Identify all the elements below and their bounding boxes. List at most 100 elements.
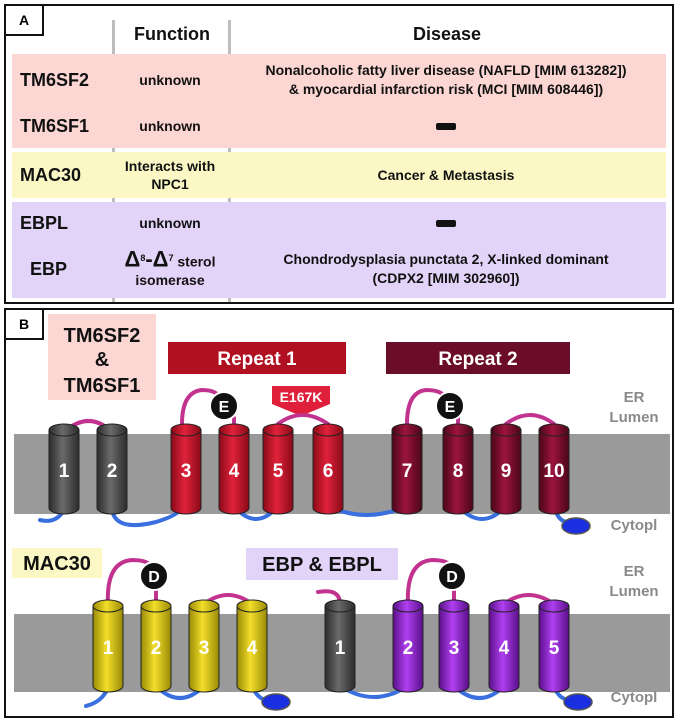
row-disease-ebp: Chondrodysplasia punctata 2, X-linked do… bbox=[228, 244, 664, 294]
ebp-helix-1-number: 1 bbox=[335, 638, 346, 659]
top-helix-9: 9 bbox=[490, 423, 522, 515]
residue-d-mac30 bbox=[139, 561, 169, 591]
residue-e-label-1: E bbox=[219, 399, 230, 416]
row-name-tm6sf1: TM6SF1 bbox=[20, 115, 90, 136]
top-helix-8-number: 8 bbox=[453, 461, 464, 482]
top-helix-4-number: 4 bbox=[229, 461, 240, 482]
ampersand-label: & bbox=[95, 349, 109, 371]
mac30-diagram-label: MAC30 bbox=[23, 553, 91, 575]
mac30-helix-1-number: 1 bbox=[103, 638, 114, 659]
top-helix-6-number: 6 bbox=[323, 461, 334, 482]
top-helix-4: 4 bbox=[218, 423, 250, 515]
ebp-helix-2: 2 bbox=[392, 599, 424, 693]
row-disease-mac30: Cancer & Metastasis bbox=[377, 166, 515, 183]
tm6-row-group: TM6SF2 unknown Nonalcoholic fatty liver … bbox=[12, 54, 666, 148]
top-helix-7: 7 bbox=[391, 423, 423, 515]
topology-diagram: TM6SF2 & TM6SF1 Repeat 1 Repeat 2 E167K … bbox=[12, 314, 670, 711]
mac30-label-box bbox=[12, 548, 102, 578]
dash-none-ebpl bbox=[436, 219, 456, 227]
lipid-anchor-top bbox=[561, 517, 591, 535]
panel-b: B TM6SF2 & TM6SF1 Repeat 1 Repeat 2 E167… bbox=[4, 308, 674, 718]
row-function-tm6sf1: unknown bbox=[139, 118, 201, 134]
row-name-tm6sf2: TM6SF2 bbox=[20, 69, 90, 90]
row-function-ebpl: unknown bbox=[139, 215, 201, 231]
lipid-anchor-ebp bbox=[563, 693, 593, 711]
residue-e-repeat2 bbox=[435, 391, 465, 421]
repeat2-label: Repeat 2 bbox=[438, 349, 517, 370]
row-disease-tm6sf2: Nonalcoholic fatty liver disease (NAFLD … bbox=[228, 58, 664, 102]
mac30-helix-3-number: 3 bbox=[199, 638, 210, 659]
mac30-helix-2-number: 2 bbox=[151, 638, 162, 659]
top-helix-5: 5 bbox=[262, 423, 294, 515]
row-function-tm6sf2: unknown bbox=[139, 72, 201, 88]
ebp-helix-4: 4 bbox=[488, 599, 520, 693]
function-header: Function bbox=[134, 24, 210, 44]
tm6-label-box bbox=[48, 314, 156, 400]
row-name-ebp: EBP bbox=[30, 258, 68, 279]
function-mac30-line1: Interacts with bbox=[124, 158, 216, 174]
top-helix-6: 6 bbox=[312, 423, 344, 515]
lumen-label-top: Lumen bbox=[609, 409, 658, 426]
disease-header: Disease bbox=[412, 24, 482, 44]
top-helix-9-number: 9 bbox=[501, 461, 512, 482]
ebp-helix-1: 1 bbox=[324, 599, 356, 693]
cytopl-label-bottom: Cytopl bbox=[611, 689, 658, 706]
top-helix-8: 8 bbox=[442, 423, 474, 515]
ebp-helix-3-number: 3 bbox=[449, 638, 460, 659]
ebp-row-group: EBPL unknown EBP Δ8-Δ7 sterol isomerase … bbox=[12, 202, 666, 298]
top-helix-2: 2 bbox=[96, 423, 128, 515]
top-helix-2-number: 2 bbox=[107, 461, 118, 482]
mac30-helix-2: 2 bbox=[140, 599, 172, 693]
ebp-helix-5-number: 5 bbox=[549, 638, 560, 659]
ebp-helix-5: 5 bbox=[538, 599, 570, 693]
dash-none-tm6sf1 bbox=[436, 122, 456, 130]
mac30-helix-4-number: 4 bbox=[247, 638, 258, 659]
residue-e-label-2: E bbox=[445, 399, 456, 416]
ebp-helix-4-number: 4 bbox=[499, 638, 510, 659]
mac30-helix-1: 1 bbox=[92, 599, 124, 693]
disease-tm6sf2-line2: & myocardial infarction risk (MCI [MIM 6… bbox=[288, 81, 604, 97]
er-label-bottom: ER bbox=[624, 563, 645, 580]
er-label-top: ER bbox=[624, 389, 645, 406]
residue-markers: E E D D bbox=[139, 391, 467, 591]
panel-a: A Function Disease TM6SF2 unknown Nonalc… bbox=[4, 4, 674, 304]
e167k-label: E167K bbox=[280, 389, 323, 405]
disease-tm6sf2-line1: Nonalcoholic fatty liver disease (NAFLD … bbox=[265, 62, 627, 78]
top-helix-7-number: 7 bbox=[402, 461, 413, 482]
mac30-helix-4: 4 bbox=[236, 599, 268, 693]
top-helix-3: 3 bbox=[170, 423, 202, 515]
repeat1-bar bbox=[168, 342, 346, 374]
top-helix-1-number: 1 bbox=[59, 461, 70, 482]
top-helix-10-number: 10 bbox=[543, 461, 564, 482]
residue-d-label-mac30: D bbox=[148, 569, 160, 586]
top-helix-10: 10 bbox=[538, 423, 570, 515]
row-function-mac30: Interacts with NPC1 bbox=[114, 152, 226, 198]
residue-d-ebp bbox=[437, 561, 467, 591]
panel-b-label: B bbox=[4, 308, 44, 340]
tm6sf1-label: TM6SF1 bbox=[64, 375, 141, 397]
disease-ebp-line1: Chondrodysplasia punctata 2, X-linked do… bbox=[283, 251, 609, 267]
repeat2-bar bbox=[386, 342, 570, 374]
top-helix-1: 1 bbox=[48, 423, 80, 515]
function-ebp-line2: isomerase bbox=[135, 271, 205, 288]
top-helix-3-number: 3 bbox=[181, 461, 192, 482]
top-helix-5-number: 5 bbox=[273, 461, 284, 482]
ebp-diagram-label: EBP & EBPL bbox=[262, 554, 382, 576]
ebp-helix-3: 3 bbox=[438, 599, 470, 693]
helix-group: 1 2 3 4 5 6 7 8 9 10 1 2 3 4 1 2 3 4 5 bbox=[48, 423, 570, 693]
disease-ebp-line2: (CDPX2 [MIM 302960]) bbox=[372, 270, 520, 286]
lipid-anchor-mac30 bbox=[261, 693, 291, 711]
ebp-helix-2-number: 2 bbox=[403, 638, 414, 659]
function-mac30-line2: NPC1 bbox=[151, 176, 189, 192]
row-disease-tm6sf1 bbox=[228, 108, 664, 144]
row-disease-ebpl bbox=[228, 206, 664, 240]
tm6sf2-label: TM6SF2 bbox=[64, 325, 141, 347]
residue-d-label-ebp: D bbox=[446, 569, 458, 586]
lumen-label-bottom: Lumen bbox=[609, 583, 658, 600]
row-name-ebpl: EBPL bbox=[20, 212, 69, 233]
mac30-row: MAC30 Interacts with NPC1 Cancer & Metas… bbox=[12, 152, 666, 198]
residue-e-repeat1 bbox=[209, 391, 239, 421]
e167k-marker bbox=[272, 386, 330, 416]
row-name-mac30: MAC30 bbox=[20, 164, 82, 185]
row-function-ebp: Δ8-Δ7 sterol isomerase bbox=[114, 242, 226, 296]
